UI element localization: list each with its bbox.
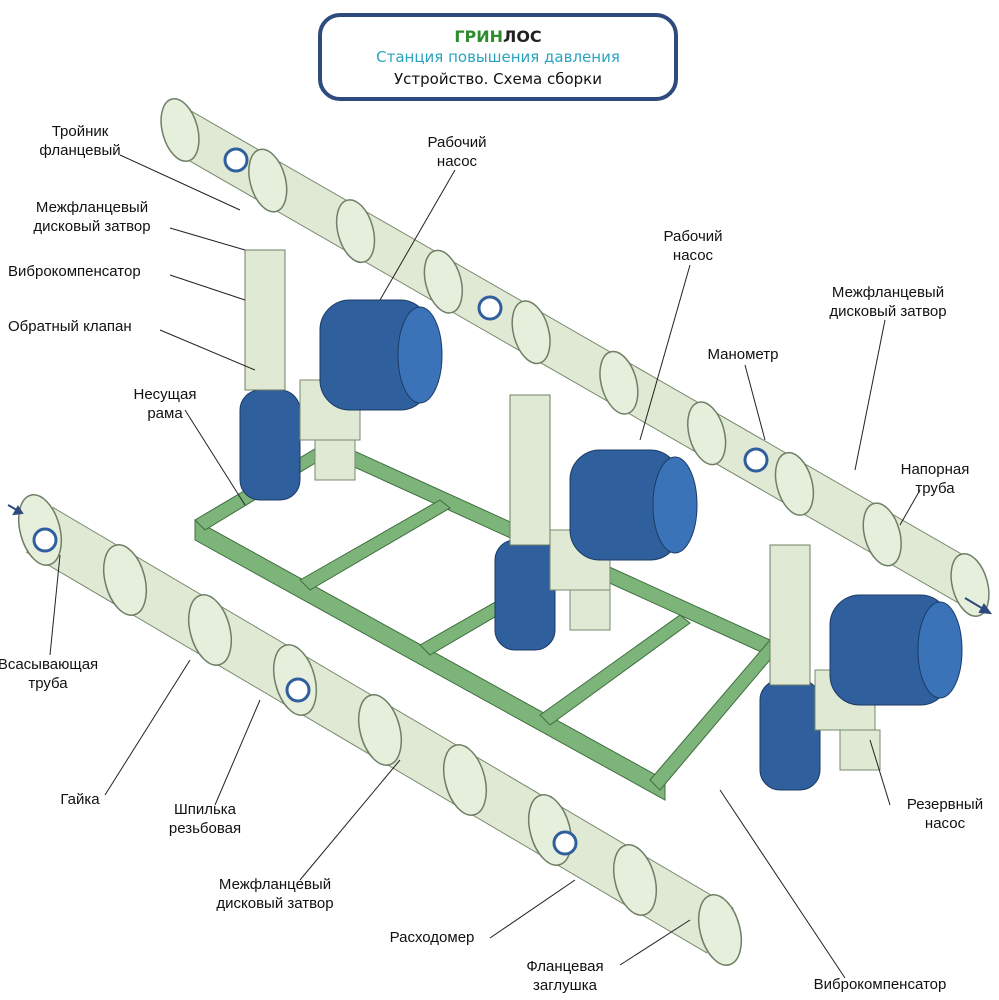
brand-name: ГРИНЛОС bbox=[322, 27, 674, 46]
flange bbox=[687, 401, 727, 466]
flange bbox=[697, 894, 743, 966]
flange bbox=[187, 594, 233, 666]
flange bbox=[357, 694, 403, 766]
pump-1 bbox=[239, 299, 443, 501]
pump-reserve bbox=[759, 594, 963, 791]
flange bbox=[511, 300, 551, 365]
flange bbox=[599, 350, 639, 415]
label-vibro-bottom: Виброкомпенсатор bbox=[813, 976, 947, 993]
flange bbox=[423, 249, 463, 314]
brand-dark: ЛОС bbox=[503, 27, 542, 46]
label-vibro-top: Виброкомпенсатор bbox=[8, 263, 141, 280]
risers bbox=[244, 249, 811, 686]
flange bbox=[102, 544, 148, 616]
label-manometer: Манометр bbox=[707, 346, 779, 363]
title-box: ГРИНЛОС Станция повышения давления Устро… bbox=[318, 13, 678, 101]
flange bbox=[335, 199, 376, 264]
caption: Устройство. Схема сборки bbox=[394, 70, 602, 88]
flange bbox=[612, 844, 658, 916]
leader-lines bbox=[49, 154, 921, 979]
pump-2 bbox=[494, 449, 698, 651]
manometer-icons bbox=[32, 147, 769, 856]
flange bbox=[442, 744, 488, 816]
flange bbox=[160, 98, 200, 162]
flange bbox=[950, 553, 990, 617]
flange bbox=[862, 502, 902, 567]
label-check-valve: Обратный клапан bbox=[8, 318, 132, 335]
flange bbox=[774, 451, 815, 516]
subtitle: Станция повышения давления bbox=[376, 48, 620, 66]
flow-arrows bbox=[7, 504, 993, 615]
flange bbox=[248, 148, 288, 213]
brand-green: ГРИН bbox=[454, 27, 504, 46]
label-flowmeter: Расходомер bbox=[389, 929, 475, 946]
label-nut: Гайка bbox=[60, 791, 100, 808]
